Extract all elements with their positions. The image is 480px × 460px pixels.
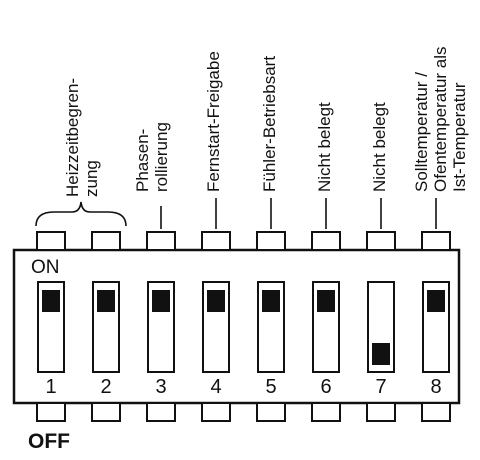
switch-1-knob — [42, 290, 60, 312]
label-switch-5-line-1: Fühler-Betriebsart — [260, 55, 279, 192]
label-switch-6-line-1: Nicht belegt — [315, 102, 334, 192]
switch-6-knob — [317, 290, 335, 312]
label-switch-8-line-1: Solltemperatur / — [412, 72, 431, 192]
label-switch-7: Nicht belegt — [370, 102, 389, 192]
label-switch-3-line-1: Phasen- — [133, 128, 152, 192]
switch-number-2: 2 — [100, 376, 112, 398]
label-switch-8: Solltemperatur / Ofentemperatur als Ist-… — [412, 46, 469, 192]
switch-8-bottom-tab — [421, 402, 451, 422]
label-switch-5: Fühler-Betriebsart — [260, 56, 279, 192]
switch-1-bottom-tab — [36, 402, 66, 422]
switch-8-top-tab — [421, 231, 451, 251]
switch-5-top-tab — [256, 231, 286, 251]
label-switch-7-line-1: Nicht belegt — [370, 102, 389, 192]
switch-4-bottom-tab — [201, 402, 231, 422]
off-label: OFF — [28, 430, 70, 453]
switch-number-5: 5 — [265, 376, 277, 398]
switch-5-bottom-tab — [256, 402, 286, 422]
switch-number-6: 6 — [320, 376, 332, 398]
switch-2-bottom-tab — [91, 402, 121, 422]
switch-5-knob — [262, 290, 280, 312]
label-switch-8-line-3: Ist-Temperatur — [450, 82, 469, 192]
label-switch-4-line-1: Fernstart-Freigabe — [204, 51, 223, 192]
label-switch-3: Phasen- rollierung — [133, 122, 171, 192]
switch-7-bottom-tab — [366, 402, 396, 422]
label-switch-1: Heizzeitbegren- zung — [63, 78, 101, 197]
switch-number-8: 8 — [430, 376, 442, 398]
switch-7-top-tab — [366, 231, 396, 251]
switch-number-3: 3 — [155, 376, 167, 398]
label-switch-4: Fernstart-Freigabe — [204, 51, 223, 192]
group-brace — [35, 201, 127, 227]
switch-4-knob — [207, 290, 225, 312]
switch-2-top-tab — [91, 231, 121, 251]
label-switch-1-line-2: zung — [82, 160, 101, 197]
switch-3-knob — [152, 290, 170, 312]
label-switch-3-line-2: rollierung — [152, 122, 171, 192]
switch-1-top-tab — [36, 231, 66, 251]
label-switch-8-line-2: Ofentemperatur als — [431, 46, 450, 192]
switch-number-4: 4 — [210, 376, 222, 398]
switch-8-knob — [427, 290, 445, 312]
switch-7-knob — [372, 343, 390, 365]
switch-group — [36, 198, 451, 422]
switch-number-1: 1 — [45, 376, 57, 398]
label-switch-1-line-1: Heizzeitbegren- — [63, 77, 82, 197]
switch-3-top-tab — [146, 231, 176, 251]
switch-6-bottom-tab — [311, 402, 341, 422]
switch-2-knob — [97, 290, 115, 312]
label-switch-6: Nicht belegt — [315, 102, 334, 192]
switch-6-top-tab — [311, 231, 341, 251]
switch-3-bottom-tab — [146, 402, 176, 422]
switch-4-top-tab — [201, 231, 231, 251]
switch-number-7: 7 — [375, 376, 387, 398]
on-label: ON — [31, 257, 60, 278]
